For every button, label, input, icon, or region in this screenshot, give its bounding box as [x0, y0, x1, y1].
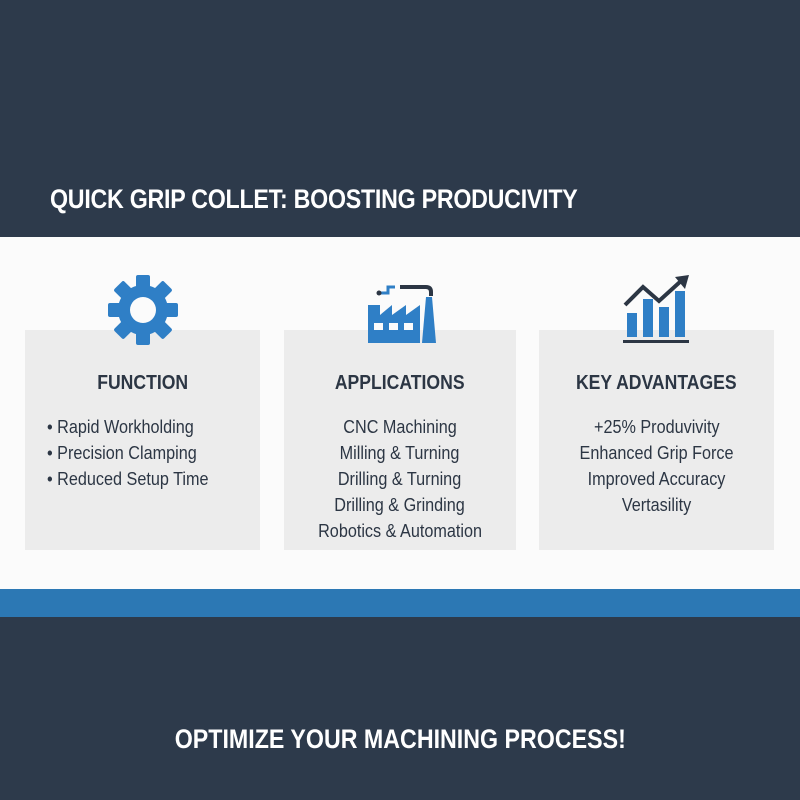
card-function: FUNCTION • Rapid Workholding • Precision… — [25, 275, 260, 550]
header-band — [0, 0, 800, 237]
list-item: Vertasility — [621, 495, 692, 515]
advantages-list: +25% Produvivity Enhanced Grip Force Imp… — [539, 414, 774, 518]
list-item: +25% Produvivity — [593, 417, 720, 437]
list-item: Drilling & Turning — [338, 469, 462, 489]
card-title: APPLICATIONS — [335, 372, 465, 394]
page-title: QUICK GRIP COLLET: BOOSTING PRODUCIVITY — [50, 184, 578, 214]
accent-stripe — [0, 589, 800, 617]
list-item: Improved Accuracy — [587, 469, 726, 489]
card-key-advantages: KEY ADVANTAGES +25% Produvivity Enhanced… — [539, 275, 774, 550]
gear-icon — [107, 275, 178, 345]
footer-band — [0, 617, 800, 800]
card-title: KEY ADVANTAGES — [576, 372, 737, 394]
call-to-action: OPTIMIZE YOUR MACHINING PROCESS! — [174, 724, 626, 754]
list-item: Drilling & Grinding — [334, 495, 466, 515]
list-item: CNC Machining — [343, 417, 457, 437]
card-applications: APPLICATIONS CNC Machining Milling & Tur… — [284, 285, 516, 550]
list-item: • Precision Clamping — [47, 443, 197, 463]
feature-list: • Rapid Workholding • Precision Clamping… — [25, 414, 260, 492]
list-item: Milling & Turning — [340, 443, 460, 463]
list-item: Enhanced Grip Force — [579, 443, 734, 463]
list-item: • Reduced Setup Time — [47, 469, 209, 489]
application-list: CNC Machining Milling & Turning Drilling… — [284, 414, 516, 544]
card-title: FUNCTION — [97, 372, 188, 394]
list-item: Robotics & Automation — [318, 521, 482, 541]
factory-icon — [368, 285, 436, 343]
growth-chart-icon — [622, 275, 689, 343]
list-item: • Rapid Workholding — [47, 417, 194, 437]
